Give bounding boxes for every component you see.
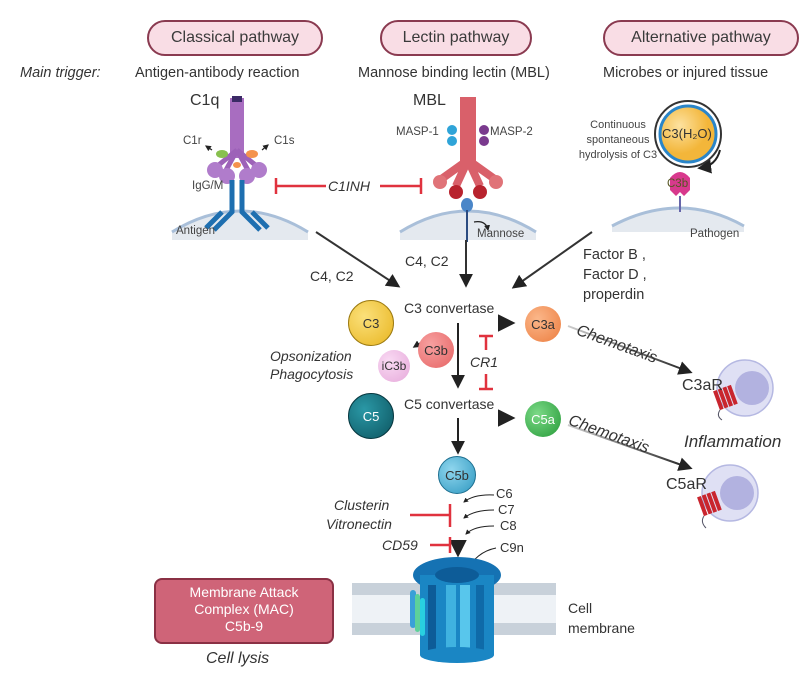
factor-d: Factor D , (583, 267, 647, 283)
hydrolysis-line3: hydrolysis of C3 (578, 149, 658, 161)
inflammation-label: Inflammation (684, 432, 782, 451)
c5ar-cell-icon (697, 464, 759, 529)
mac-box: Membrane Attack Complex (MAC) C5b-9 (154, 578, 334, 644)
mbl-label: MBL (413, 92, 446, 109)
factor-b: Factor B , (583, 247, 646, 263)
c3h2o-molecule-icon (654, 100, 722, 174)
c1q-label: C1q (190, 92, 220, 109)
c1inh-inhibition (274, 178, 423, 194)
c3-convertase-label: C3 convertase (404, 300, 495, 316)
classical-factors-label: C4, C2 (310, 268, 354, 284)
cell-lysis-label: Cell lysis (206, 650, 270, 667)
igg-igm-label: IgG/M (192, 180, 224, 192)
lectin-factors-label: C4, C2 (405, 253, 449, 269)
c5a-chemotaxis-arrow (567, 424, 693, 471)
cell-membrane-label: Cell membrane (568, 598, 635, 638)
lectin-trigger: Mannose binding lectin (MBL) (358, 65, 550, 81)
main-trigger-label: Main trigger: (20, 65, 101, 81)
c7-label: C7 (498, 502, 515, 517)
c5ar-label: C5aR (666, 476, 707, 493)
cd59-label: CD59 (382, 537, 418, 553)
membrane-line2: membrane (568, 620, 635, 636)
c3-molecule: C3 (348, 300, 394, 346)
classical-pathway-pill: Classical pathway (147, 20, 323, 56)
mac-line1: Membrane Attack (189, 584, 299, 600)
classical-trigger: Antigen-antibody reaction (135, 65, 300, 81)
cr1-label: CR1 (470, 354, 499, 370)
c3b-receptor-icon (670, 172, 690, 212)
c3b-alt-label: C3b (667, 178, 689, 190)
c1q-complex-icon (204, 96, 270, 232)
c1r-label: C1r (183, 135, 202, 147)
phagocytosis-label: Phagocytosis (270, 366, 354, 382)
lectin-pathway-pill: Lectin pathway (380, 20, 532, 56)
pathogen-surface (611, 206, 745, 232)
clusterin-vitronectin-inhibition (410, 504, 452, 527)
c3a-chemotaxis-arrow (567, 325, 693, 375)
vitronectin-label: Vitronectin (326, 516, 392, 532)
c6-label: C6 (496, 486, 513, 501)
hydrolysis-label: Continuous spontaneous hydrolysis of C3 (566, 118, 670, 163)
cd59-inhibition (430, 537, 452, 553)
mbl-complex-icon (433, 97, 503, 242)
c1s-label: C1s (274, 135, 295, 147)
alternative-arrow (511, 231, 593, 289)
c3b-molecule: C3b (418, 332, 454, 368)
c5-convertase-label: C5 convertase (404, 396, 495, 412)
clusterin-label: Clusterin (334, 497, 390, 513)
c5-molecule: C5 (348, 393, 394, 439)
membrane-line1: Cell (568, 600, 593, 616)
c8-label: C8 (500, 518, 517, 533)
hydrolysis-line2: spontaneous (586, 134, 650, 146)
mac-line3: C5b-9 (224, 618, 264, 634)
factor-b-label: Factor B , Factor D , properdin (583, 245, 647, 305)
c3h2o-label: C3(H₂O) (662, 126, 712, 141)
ic3b-molecule: iC3b (378, 350, 410, 382)
classical-arrow (315, 231, 401, 288)
masp1-label: MASP-1 (396, 126, 439, 138)
alternative-trigger: Microbes or injured tissue (603, 65, 769, 81)
opsonization-label: Opsonization (270, 348, 352, 364)
cr1-inhibition (479, 334, 493, 391)
c1inh-label: C1INH (328, 178, 371, 194)
c5b-molecule: C5b (438, 456, 476, 494)
c3a-molecule: C3a (525, 306, 561, 342)
hydrolysis-line1: Continuous (590, 119, 646, 131)
mac-line2: Complex (MAC) (194, 601, 294, 617)
masp2-label: MASP-2 (490, 126, 533, 138)
mac-pore-icon (410, 557, 501, 663)
pathogen-label: Pathogen (690, 228, 740, 240)
c9n-label: C9n (500, 540, 524, 555)
c3ar-cell-icon (713, 359, 774, 421)
c5a-molecule: C5a (525, 401, 561, 437)
antigen-label: Antigen (176, 225, 216, 237)
properdin: properdin (583, 287, 645, 303)
alternative-pathway-pill: Alternative pathway (603, 20, 799, 56)
mannose-label: Mannose (477, 228, 525, 240)
c3ar-label: C3aR (682, 377, 723, 394)
